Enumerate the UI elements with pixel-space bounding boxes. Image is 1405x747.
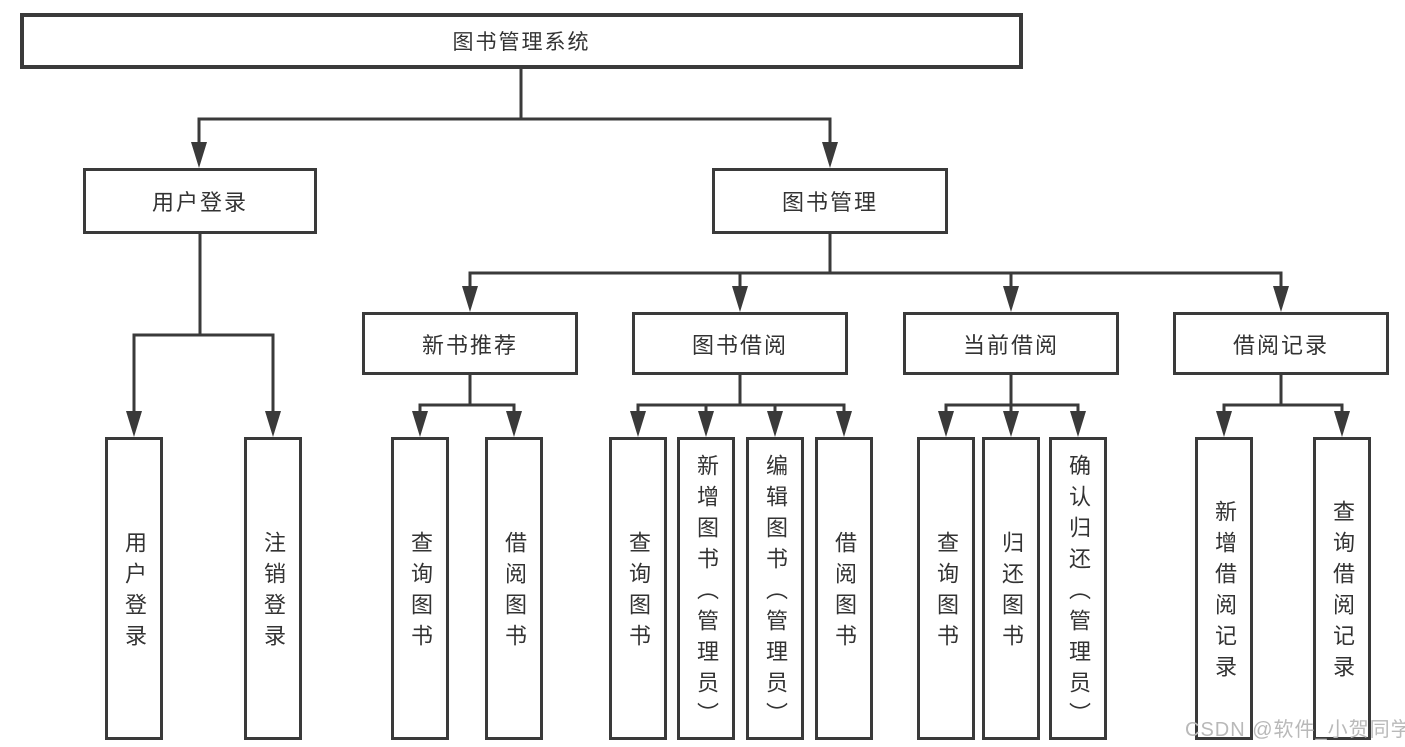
leaf-current-query-label: 查询图书 [934,531,959,655]
leaf-newbook-query-label: 查询图书 [408,531,433,655]
node-book-management-label: 图书管理 [781,190,878,215]
leaf-confirm-return-admin: 确认归还（管理员） [1049,437,1107,740]
leaf-query-record: 查询借阅记录 [1313,437,1371,740]
leaf-borrow-book-label: 借阅图书 [832,531,857,655]
node-borrowing-records: 借阅记录 [1173,312,1389,375]
leaf-borrow-query-label: 查询图书 [626,531,651,655]
leaf-borrow-edit-admin: 编辑图书（管理员） [746,437,804,740]
leaf-borrow-book: 借阅图书 [815,437,873,740]
leaf-newbook-query: 查询图书 [391,437,449,740]
leaf-logout-label: 注销登录 [261,531,286,655]
node-new-book-recommend-label: 新书推荐 [421,332,518,358]
node-new-book-recommend: 新书推荐 [362,312,578,375]
node-current-borrowing: 当前借阅 [903,312,1119,375]
csdn-watermark: CSDN @软件_小贺同学 [1185,719,1405,741]
node-book-borrowing-label: 图书借阅 [691,332,788,358]
leaf-query-record-label: 查询借阅记录 [1330,500,1355,686]
node-root: 图书管理系统 [20,13,1023,69]
node-borrowing-records-label: 借阅记录 [1232,332,1329,358]
leaf-add-record-label: 新增借阅记录 [1212,500,1237,686]
leaf-newbook-borrow: 借阅图书 [485,437,543,740]
leaf-user-login: 用户登录 [105,437,163,740]
leaf-return-book-label: 归还图书 [999,531,1024,655]
leaf-user-login-label: 用户登录 [122,531,147,655]
node-user-login: 用户登录 [83,168,317,234]
leaf-logout: 注销登录 [244,437,302,740]
leaf-borrow-query: 查询图书 [609,437,667,740]
leaf-newbook-borrow-label: 借阅图书 [502,531,527,655]
node-root-label: 图书管理系统 [452,31,591,54]
leaf-confirm-return-admin-label: 确认归还（管理员） [1066,453,1091,733]
leaf-return-book: 归还图书 [982,437,1040,740]
leaf-borrow-edit-admin-label: 编辑图书（管理员） [763,453,788,733]
leaf-current-query: 查询图书 [917,437,975,740]
leaf-add-record: 新增借阅记录 [1195,437,1253,740]
node-user-login-label: 用户登录 [151,190,248,215]
leaf-borrow-add-admin-label: 新增图书（管理员） [694,453,719,733]
node-book-management: 图书管理 [712,168,948,234]
node-current-borrowing-label: 当前借阅 [962,332,1059,358]
node-book-borrowing: 图书借阅 [632,312,848,375]
leaf-borrow-add-admin: 新增图书（管理员） [677,437,735,740]
